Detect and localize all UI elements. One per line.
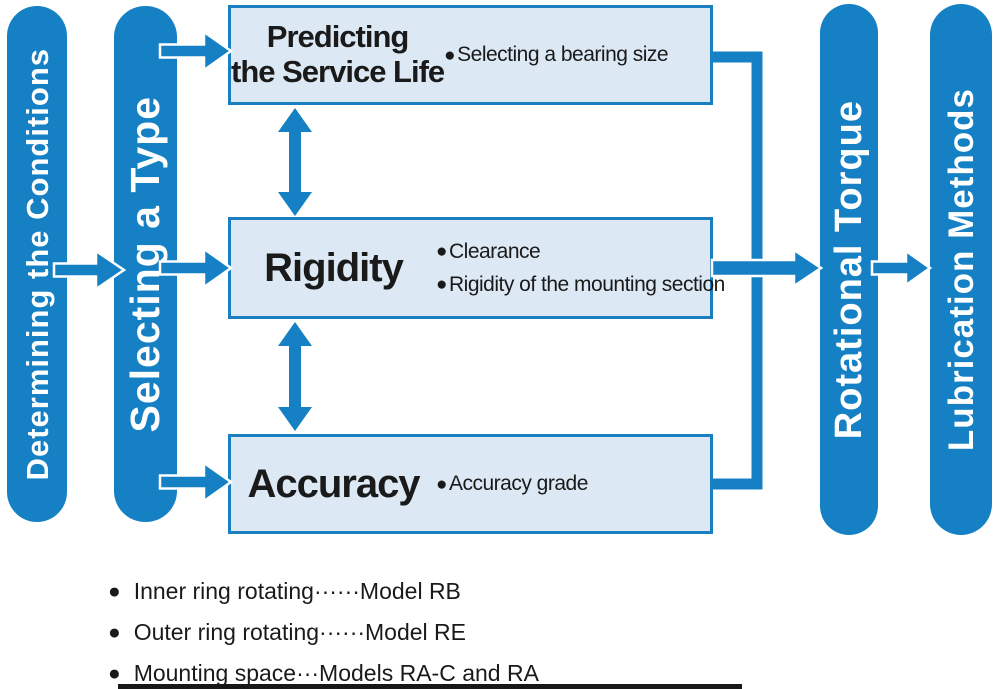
box-accuracy-bullets: ● Accuracy grade [436, 472, 710, 496]
pill-determining-the-conditions: Determining the Conditions [7, 6, 67, 522]
bullet-dot-icon: ● [108, 621, 121, 644]
bullet-dot-icon: ● [436, 473, 447, 495]
pill-selecting-label: Selecting a Type [122, 95, 168, 433]
bullet-dot-icon: ● [436, 274, 447, 295]
box-predicting-service-life: Predicting the Service Life ● Selecting … [228, 5, 713, 105]
note-outer-ring-rotating: ● Outer ring rotating······Model RE [108, 619, 539, 646]
box-rigidity-title-line1: Rigidity [264, 245, 404, 290]
bullet-clearance: ● Clearance [436, 240, 725, 264]
arrow-boxes-to-rotational-torque-icon [710, 247, 824, 289]
box-rigidity: Rigidity ● Clearance ● Rigidity of the m… [228, 217, 725, 319]
notes-list: ● Inner ring rotating······Model RB ● Ou… [108, 578, 539, 687]
pill-determining-label: Determining the Conditions [19, 47, 55, 481]
bullet-dot-icon: ● [444, 44, 456, 66]
pill-lubrication-label: Lubrication Methods [941, 87, 981, 452]
pill-rotational-torque: Rotational Torque [820, 4, 878, 535]
note-inner-ring-rotating: ● Inner ring rotating······Model RB [108, 578, 539, 605]
note-mounting-space: ● Mounting space···Models RA-C and RA [108, 660, 539, 687]
box-predicting-title-line2: the Service Life [231, 54, 445, 89]
box-accuracy: Accuracy ● Accuracy grade [228, 434, 713, 534]
bottom-crop-bar [118, 684, 742, 689]
pill-rotational-label: Rotational Torque [828, 99, 870, 440]
box-accuracy-title-line1: Accuracy [247, 461, 420, 506]
note-text: Mounting space···Models RA-C and RA [133, 660, 539, 686]
box-rigidity-title: Rigidity [231, 246, 436, 291]
bullet-text: Rigidity of the mounting section [448, 272, 725, 296]
box-predicting-bullets: ● Selecting a bearing size [444, 43, 710, 67]
bullet-text: Selecting a bearing size [457, 43, 669, 66]
pill-lubrication-methods: Lubrication Methods [930, 4, 992, 535]
note-text: Outer ring rotating······Model RE [133, 619, 466, 645]
bullet-rigidity-mounting-section: ● Rigidity of the mounting section [436, 273, 725, 297]
box-predicting-title: Predicting the Service Life [231, 19, 445, 89]
box-accuracy-title: Accuracy [231, 462, 436, 507]
bullet-accuracy-grade: ● Accuracy grade [436, 472, 710, 496]
arrow-torque-to-lubrication-icon [870, 248, 933, 288]
box-predicting-title-line1: Predicting [266, 19, 410, 55]
double-arrow-life-rigidity-icon [278, 108, 312, 216]
bullet-text: Clearance [448, 239, 541, 263]
bullet-dot-icon: ● [108, 580, 121, 603]
pill-selecting-a-type: Selecting a Type [114, 6, 177, 522]
bullet-dot-icon: ● [108, 662, 121, 685]
bullet-text: Accuracy grade [448, 472, 588, 495]
double-arrow-rigidity-accuracy-icon [278, 322, 312, 431]
bullet-dot-icon: ● [436, 241, 447, 262]
bullet-selecting-bearing-size: ● Selecting a bearing size [444, 43, 710, 67]
box-rigidity-bullets: ● Clearance ● Rigidity of the mounting s… [436, 240, 725, 297]
note-text: Inner ring rotating······Model RB [133, 578, 461, 604]
